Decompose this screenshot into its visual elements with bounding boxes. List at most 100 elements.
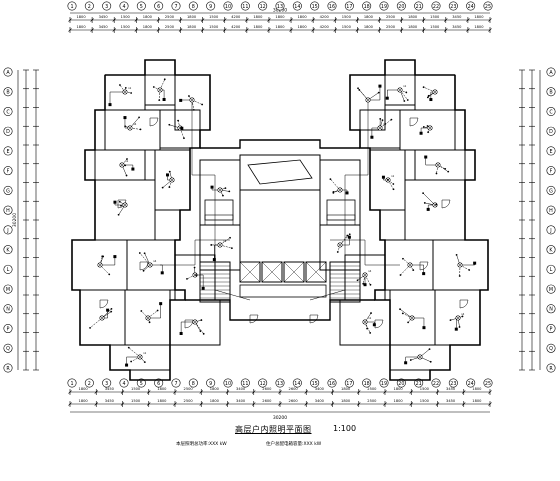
light-fixture-cross <box>338 188 342 192</box>
axis-label: Q <box>6 346 10 352</box>
axis-bubble <box>3 126 13 136</box>
light-fixture-cross <box>123 90 127 94</box>
axis-bubble <box>327 378 337 388</box>
axis-label: 14 <box>294 381 300 387</box>
dimension-tick <box>199 390 203 394</box>
socket-dot <box>346 234 349 237</box>
axis-bubble <box>3 304 13 314</box>
socket-dot <box>168 123 171 126</box>
dimension-text: 3400 <box>236 387 246 391</box>
socket-dot <box>381 119 384 121</box>
socket-dot <box>124 87 127 89</box>
socket-dot <box>406 99 409 101</box>
socket-dot <box>130 92 133 94</box>
axis-label: L <box>550 267 553 273</box>
light-fixture-cross <box>418 355 422 359</box>
dimension-tick <box>355 28 360 32</box>
dimension-text: 3400 <box>315 399 325 403</box>
axis-bubble <box>188 1 198 11</box>
dimension-text: 1800 <box>253 25 263 29</box>
axis-label: 20 <box>398 4 404 10</box>
axis-label: 12 <box>260 381 266 387</box>
elevator-cross <box>283 261 305 283</box>
axis-bubble <box>546 126 556 136</box>
dimension-text: 1500 <box>420 399 430 403</box>
dimension-text: 3450 <box>446 387 456 391</box>
axis-label: 18 <box>364 4 370 10</box>
circuit-wire <box>379 119 392 129</box>
switch <box>131 167 135 171</box>
axis-bubble <box>136 1 146 11</box>
axis-bubble <box>154 378 164 388</box>
circuit-wire <box>437 164 449 172</box>
dimension-tick <box>278 402 282 406</box>
left-room <box>154 149 191 211</box>
axis-label: K <box>6 247 10 253</box>
socket-dot <box>370 312 372 314</box>
light-fixture-cross <box>158 88 162 92</box>
circuit-tag: n1 <box>143 351 147 355</box>
axis-bubble <box>171 378 181 388</box>
circuit-wire <box>194 321 204 334</box>
socket-dot <box>130 360 133 363</box>
dimension-text: 2500 <box>367 399 377 403</box>
axis-label: H <box>549 208 553 214</box>
switch <box>419 131 423 135</box>
dimension-text: 4200 <box>320 15 330 19</box>
elevator-shaft <box>283 261 305 283</box>
socket-dot <box>228 190 231 193</box>
dimension-text: 1800 <box>157 399 167 403</box>
socket-dot <box>458 275 461 277</box>
door-swing <box>249 314 259 324</box>
circuit-wire <box>147 310 158 319</box>
dimension-tick <box>399 18 404 22</box>
dimension-tick <box>377 28 382 32</box>
socket-dot <box>152 86 155 88</box>
circuit-wire <box>364 321 371 334</box>
switch <box>166 173 170 177</box>
axis-label: 6 <box>157 4 160 10</box>
dimension-tick <box>134 18 139 22</box>
socket-dot <box>120 204 122 207</box>
dimension-tick <box>68 402 72 406</box>
socket-dot <box>426 125 429 127</box>
socket-dot <box>458 326 461 328</box>
dimension-tick <box>173 402 177 406</box>
axis-bubble <box>3 264 13 274</box>
circuit-tag: n4 <box>383 122 387 126</box>
axis-bubble <box>102 378 112 388</box>
dimension-tick <box>252 390 256 394</box>
axis-label: 1 <box>70 4 73 10</box>
dimension-text: 2500 <box>367 387 377 391</box>
light-fixture-cross <box>120 163 124 167</box>
axis-label: 6 <box>157 381 160 387</box>
axis-bubble <box>3 87 13 97</box>
socket-dot <box>387 178 389 181</box>
switch <box>108 103 112 107</box>
socket-dot <box>161 186 164 189</box>
axis-label: 4 <box>122 381 125 387</box>
dimension-text: 1800 <box>394 399 404 403</box>
switch <box>113 200 117 204</box>
socket-dot <box>140 310 143 312</box>
socket-dot <box>461 315 464 318</box>
axis-label: J <box>6 228 8 234</box>
axis-bubble <box>483 378 493 388</box>
dimension-tick <box>68 28 72 32</box>
circuit-wire <box>148 303 161 319</box>
axis-bubble <box>431 1 441 11</box>
circuit-wire <box>128 347 141 358</box>
axis-bubble <box>3 343 13 353</box>
axis-label: 19 <box>381 4 387 10</box>
dimension-text: 1800 <box>79 399 89 403</box>
dimension-tick <box>120 390 125 394</box>
dimension-tick <box>399 28 404 32</box>
dimension-text: 2500 <box>165 15 175 19</box>
circuit-wire <box>410 264 424 274</box>
socket-dot <box>332 191 335 194</box>
socket-dot <box>183 137 185 140</box>
dimension-tick <box>330 402 335 406</box>
light-fixture-cross <box>193 273 197 277</box>
socket-dot <box>426 96 429 99</box>
switch <box>378 84 382 88</box>
